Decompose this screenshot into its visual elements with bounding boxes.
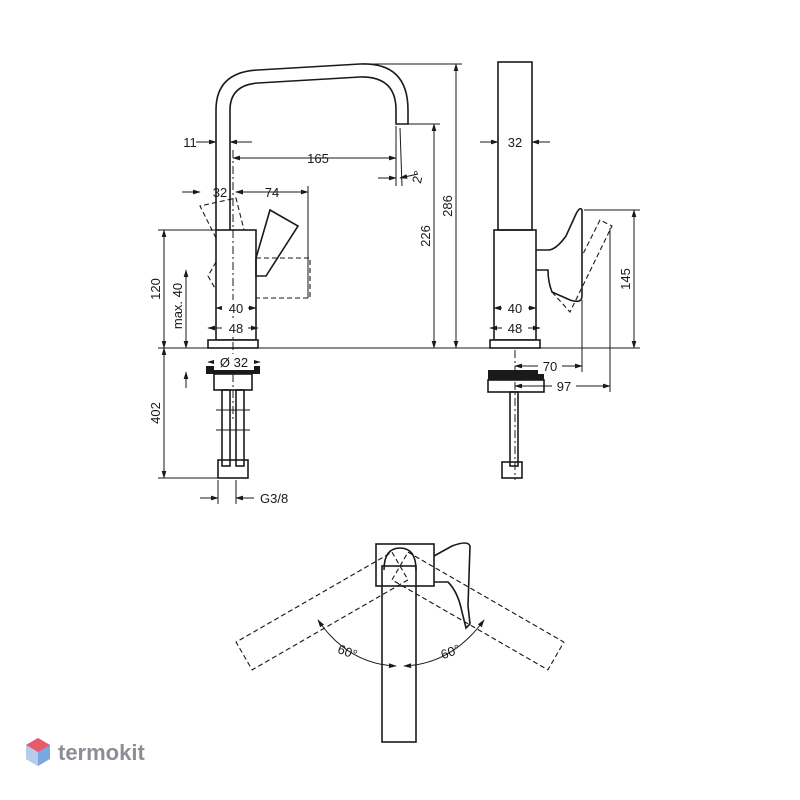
- hose-fittings: [217, 459, 249, 479]
- dim-32-label: 32: [213, 185, 227, 200]
- dim-97-label: 97: [557, 379, 571, 394]
- base-plate-side: [489, 339, 541, 349]
- handle-dashed-position: [199, 197, 245, 239]
- dim-74-label: 74: [265, 185, 279, 200]
- hose-fitting-side: [501, 461, 523, 479]
- dim-line: [399, 173, 419, 179]
- dim-402-label: 402: [148, 402, 163, 424]
- handle-top: [433, 542, 471, 630]
- hose-left: [221, 389, 231, 467]
- dim-70-label: 70: [543, 359, 557, 374]
- angle-arc-right: [403, 619, 485, 669]
- dim-120-label: 120: [148, 278, 163, 300]
- label-bg: [214, 354, 254, 370]
- dim-286-label: 286: [440, 195, 455, 217]
- brand-name: termokit: [58, 740, 145, 765]
- dim-11-label: 11: [183, 135, 197, 150]
- top-view: 60° 60°: [235, 542, 565, 743]
- front-view: 11 165 2° 32 74 120 max. 40 40 48: [148, 63, 640, 506]
- label-bg: [502, 300, 528, 316]
- dim-diam32-label: Ø 32: [220, 355, 248, 370]
- angle-arc-left: [317, 619, 397, 669]
- ext-line: [399, 127, 403, 187]
- dim-40-label: 40: [229, 301, 243, 316]
- dim-165-label: 165: [307, 151, 329, 166]
- base-nut-side: [488, 370, 544, 380]
- handle-dashed-swing: [256, 257, 311, 299]
- body-top: [375, 543, 435, 587]
- logo-hex-left-icon: [26, 745, 38, 766]
- label-bg: [222, 300, 248, 316]
- dim-145-label: 145: [618, 268, 633, 290]
- label-bg: [552, 378, 576, 394]
- dim-32-side-label: 32: [508, 135, 522, 150]
- hose-side: [509, 391, 519, 467]
- handle: [255, 208, 300, 277]
- label-bg: [502, 320, 528, 336]
- dim-2deg-label: 2°: [409, 169, 426, 184]
- dim-226-label: 226: [418, 225, 433, 247]
- handle-dashed-lower: [207, 261, 217, 291]
- dim-max40-label: max. 40: [170, 283, 185, 329]
- hose-right: [235, 389, 245, 467]
- dim-40-side-label: 40: [508, 301, 522, 316]
- label-bg: [538, 358, 562, 374]
- angle-left-label: 60°: [336, 641, 360, 662]
- dim-g38-label: G3/8: [260, 491, 288, 506]
- spout-outline: [215, 63, 409, 230]
- side-view: 32 145 40 48 70 97: [480, 61, 640, 480]
- brand-logo: termokit: [26, 738, 145, 766]
- handle-side: [536, 207, 583, 303]
- label-bg: [222, 320, 248, 336]
- body-round-top: [383, 547, 417, 571]
- handle-side-dashed: [551, 219, 613, 313]
- dim-48-label: 48: [229, 321, 243, 336]
- dim-48-side-label: 48: [508, 321, 522, 336]
- angle-right-label: 60°: [439, 641, 463, 662]
- spout-swivel-right: [391, 551, 565, 671]
